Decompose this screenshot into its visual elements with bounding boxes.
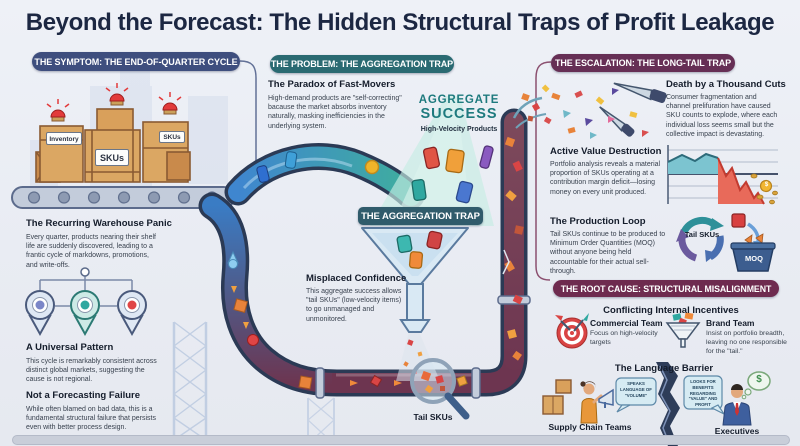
paradox-body: High-demand products are "self-correctin… <box>268 95 402 130</box>
brand-funnel-icon <box>665 312 701 348</box>
conveyor-belt <box>11 186 235 209</box>
target-icon <box>555 313 589 349</box>
aggregate-line1: AGGREGATE <box>418 94 500 106</box>
chasm-icon <box>656 362 680 446</box>
forecasting-body: While often blamed on bad data, this is … <box>26 406 156 432</box>
pattern-body: This cycle is remarkably consistent acro… <box>26 358 157 384</box>
paradox-heading: The Paradox of Fast-Movers <box>268 79 396 90</box>
funnel-illustration <box>361 96 494 381</box>
bottom-bar <box>12 435 790 445</box>
aggregate-success-block: AGGREGATE SUCCESS High-Velocity Products <box>405 94 513 133</box>
destruction-body: Portfolio analysis reveals a material pr… <box>550 161 661 196</box>
global-pins-illustration <box>25 267 147 337</box>
header-symptom: THE SYMPTOM: THE END-OF-QUARTER CYCLE <box>32 52 240 71</box>
coin-icons <box>750 173 778 205</box>
language-barrier-heading: The Language Barrier <box>614 363 714 374</box>
exec-bubble-text: LOOKS FOR BENEFITS REGARDING "VALUE" AND… <box>688 379 718 408</box>
map-pin-icon <box>25 290 147 337</box>
supply-bubble-text: SPEAKS LANGUAGE OF "VOLUME" <box>620 381 652 398</box>
coin-dollar-label: $ <box>764 182 769 188</box>
box-label-inventory: Inventory <box>46 132 82 145</box>
misplaced-body: This aggregate success allows "tail SKUs… <box>306 288 402 323</box>
moq-bin-label: MOQ <box>745 254 763 263</box>
incentives-heading: Conflicting Internal Incentives <box>603 305 739 316</box>
commercial-team-body: Focus on high-velocity targets <box>590 330 658 346</box>
pipe-flow-illustration <box>198 84 550 399</box>
pipe-contents <box>227 136 524 390</box>
header-escalation: THE ESCALATION: THE LONG-TAIL TRAP <box>551 54 735 72</box>
death-body: Consumer fragmentation and channel preli… <box>666 94 778 138</box>
header-root-cause: THE ROOT CAUSE: STRUCTURAL MISALIGNMENT <box>553 280 779 297</box>
loop-center-label: Tail SKUs <box>684 230 720 239</box>
fragment-confetti <box>543 88 649 139</box>
page-title: Beyond the Forecast: The Hidden Structur… <box>25 9 775 36</box>
knives-illustration <box>543 82 667 139</box>
panic-body: Every quarter, products nearing their sh… <box>26 234 156 269</box>
speech-bubble-exec <box>683 375 726 416</box>
thought-bubble-icon <box>741 371 771 400</box>
brand-team-heading: Brand Team <box>706 318 755 328</box>
executives-label: Executives <box>714 426 760 436</box>
box-label-skus-right: SKUs <box>159 131 185 143</box>
pattern-heading: A Universal Pattern <box>26 342 114 353</box>
aggregate-line2: SUCCESS <box>420 106 498 122</box>
connector-lines <box>239 60 552 281</box>
destruction-heading: Active Value Destruction <box>550 146 662 157</box>
thought-dollar-label: $ <box>756 374 762 385</box>
product-icons <box>396 145 494 269</box>
aggregation-trap-label: THE AGGREGATION TRAP <box>358 207 483 225</box>
box-label-skus-main: SKUs <box>95 149 129 166</box>
high-velocity-label: High-Velocity Products <box>420 126 498 133</box>
supply-chain-figure <box>542 379 624 424</box>
forecasting-heading: Not a Forecasting Failure <box>26 390 141 401</box>
magnifier-icon <box>410 358 470 420</box>
pipe-burst <box>512 84 550 129</box>
commercial-team-heading: Commercial Team <box>590 318 663 328</box>
margin-chart <box>667 145 778 205</box>
header-problem: THE PROBLEM: THE AGGREGATION TRAP <box>270 55 454 73</box>
speech-bubble-supply <box>615 377 657 413</box>
lattice-tower <box>172 321 208 441</box>
death-heading: Death by a Thousand Cuts <box>666 79 786 90</box>
supply-chain-label: Supply Chain Teams <box>548 422 632 432</box>
production-body: Tail SKUs continue to be produced to Min… <box>550 231 666 275</box>
tail-skus-label: Tail SKUs <box>413 412 453 422</box>
brand-team-body: Insist on portfolio breadth, leaving no … <box>706 330 787 355</box>
misplaced-heading: Misplaced Confidence <box>306 273 407 284</box>
alarm-light-icon <box>46 83 182 122</box>
production-heading: The Production Loop <box>550 216 646 227</box>
production-loop-icon <box>676 213 776 272</box>
executive-figure <box>722 371 771 426</box>
moq-bin-icon <box>730 233 776 272</box>
panic-heading: The Recurring Warehouse Panic <box>26 218 172 229</box>
